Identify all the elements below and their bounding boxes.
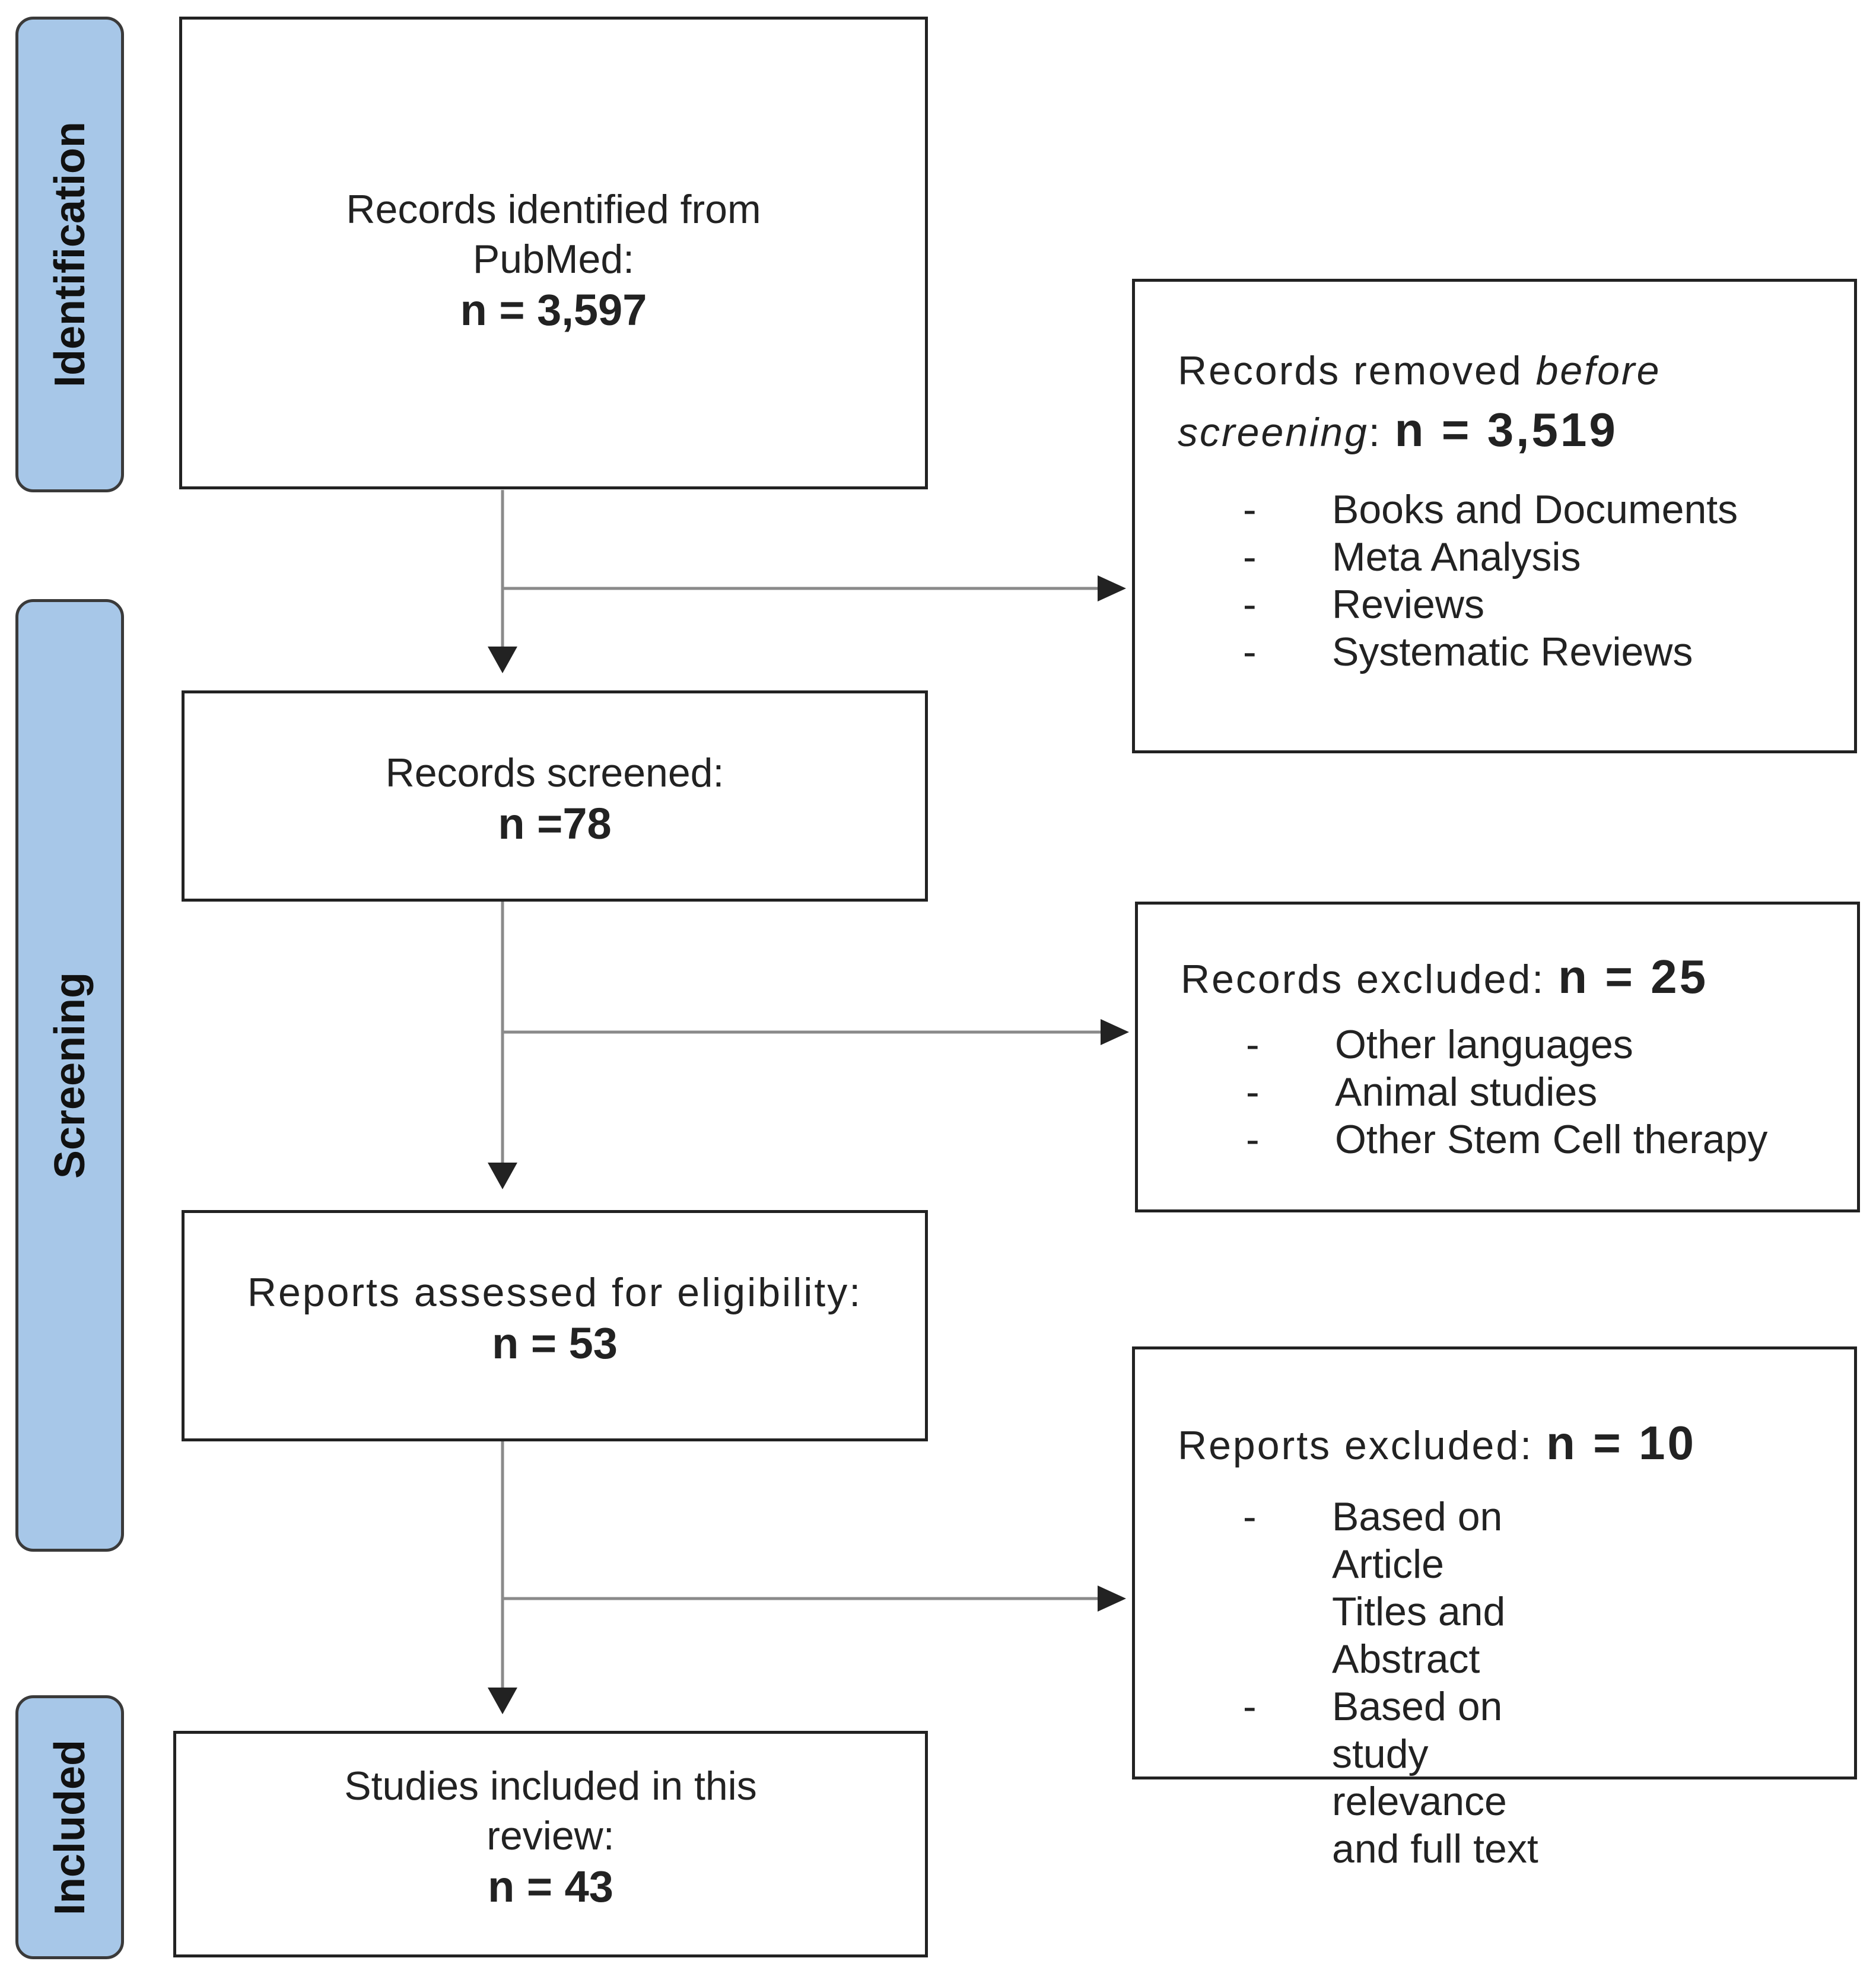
excluded-label: Records excluded: — [1181, 957, 1546, 1002]
arrowhead-right-reports-excluded — [1098, 1586, 1126, 1612]
included-label-1: Studies included in this — [344, 1763, 757, 1809]
box-records-identified: Records identified from PubMed: n = 3,59… — [179, 17, 928, 489]
excluded-count: n = 25 — [1558, 950, 1709, 1003]
identified-label-1: Records identified from — [346, 187, 761, 232]
list-item: Other Stem Cell therapy — [1181, 1116, 1857, 1163]
list-item: Systematic Reviews — [1178, 628, 1854, 676]
phase-identification: Identification — [15, 17, 124, 492]
included-count: n = 43 — [488, 1862, 613, 1911]
arrowhead-down-assessed — [488, 1163, 517, 1189]
removed-reasons-list: Books and Documents Meta Analysis Review… — [1178, 486, 1854, 676]
reports-excluded-count: n = 10 — [1546, 1416, 1697, 1469]
removed-heading: Records removed before screening: n = 3,… — [1178, 348, 1661, 456]
phase-screening: Screening — [15, 599, 124, 1552]
list-item: Based on study relevance and full text — [1178, 1683, 1546, 1873]
screened-label: Records screened: — [385, 750, 724, 795]
box-records-removed: Records removed before screening: n = 3,… — [1132, 279, 1857, 753]
reports-excluded-label: Reports excluded: — [1178, 1423, 1534, 1468]
removed-label: Records removed — [1178, 348, 1523, 393]
removed-label-italic-2: screening — [1178, 410, 1369, 455]
list-item: Books and Documents — [1178, 486, 1854, 533]
reports-excluded-heading: Reports excluded: n = 10 — [1178, 1413, 1854, 1475]
box-reports-excluded: Reports excluded: n = 10 Based on Articl… — [1132, 1346, 1857, 1871]
phase-included: Included — [15, 1695, 124, 1959]
assessed-label: Reports assessed for eligibility: — [247, 1270, 863, 1315]
list-item: Based on Article Titles and Abstract — [1178, 1493, 1546, 1683]
box-records-screened: Records screened: n =78 — [182, 690, 928, 902]
screened-count: n =78 — [498, 799, 612, 848]
list-item: Other languages — [1181, 1021, 1857, 1068]
list-item: Animal studies — [1181, 1068, 1857, 1116]
excluded-reasons-list: Other languages Animal studies Other Ste… — [1181, 1021, 1857, 1163]
excluded-heading: Records excluded: n = 25 — [1181, 947, 1857, 1009]
box-studies-included: Studies included in this review: n = 43 — [173, 1731, 928, 1957]
removed-count: n = 3,519 — [1394, 403, 1618, 456]
removed-label-italic-1: before — [1535, 348, 1661, 393]
list-item: Reviews — [1178, 581, 1854, 628]
box-reports-assessed: Reports assessed for eligibility: n = 53 — [182, 1210, 928, 1441]
identified-label-2: PubMed: — [472, 237, 635, 282]
reports-excluded-reasons-list: Based on Article Titles and Abstract Bas… — [1178, 1493, 1546, 1873]
arrowhead-down-included — [488, 1688, 517, 1714]
box-records-excluded: Records excluded: n = 25 Other languages… — [1135, 902, 1860, 1212]
arrowhead-right-removed — [1098, 575, 1126, 601]
list-item: Meta Analysis — [1178, 533, 1854, 581]
arrowhead-right-excluded — [1101, 1019, 1129, 1045]
included-label-2: review: — [487, 1813, 615, 1858]
assessed-count: n = 53 — [492, 1319, 618, 1368]
identified-count: n = 3,597 — [460, 285, 647, 335]
arrowhead-down-screened — [488, 647, 517, 673]
